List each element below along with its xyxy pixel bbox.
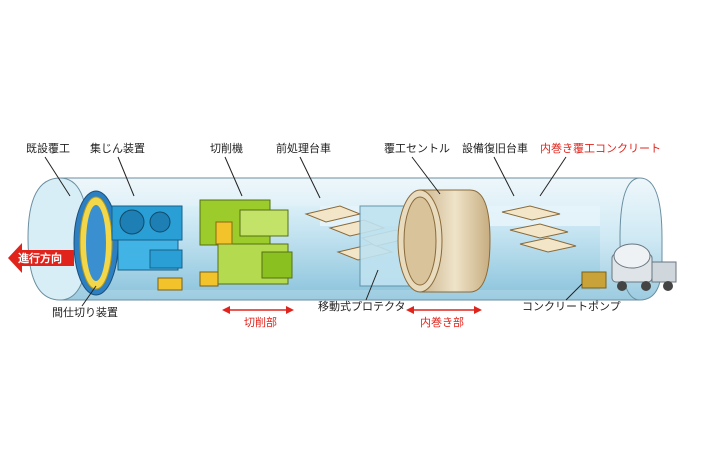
- label-inner-lining-concrete: 内巻き覆工コンクリート: [540, 142, 661, 155]
- concrete-pump: [581, 271, 607, 289]
- equipment-restore-cart: [501, 205, 577, 253]
- label-equipment-restore-cart: 設備復旧台車: [462, 142, 528, 155]
- label-existing-lining: 既設覆工: [26, 142, 70, 155]
- cutter-machine: [199, 199, 293, 285]
- leader-lines: [44, 156, 583, 307]
- concrete-truck: [611, 243, 677, 291]
- lining-centre: [397, 189, 491, 293]
- partition-device: [73, 190, 119, 296]
- label-dust-collector: 集じん装置: [90, 142, 145, 155]
- dust-collector: [111, 205, 183, 271]
- label-partition-device: 間仕切り装置: [52, 306, 118, 319]
- inner-lining-section-bracket: [406, 306, 482, 314]
- label-direction: 進行方向: [18, 252, 62, 265]
- loader-machines: [157, 271, 219, 291]
- label-mobile-protector: 移動式プロテクタ: [318, 300, 406, 313]
- label-concrete-pump: コンクリートポンプ: [522, 300, 621, 313]
- label-lining-centre: 覆工セントル: [384, 142, 450, 155]
- label-cutting-section: 切削部: [244, 316, 277, 329]
- direction-arrow: [8, 243, 74, 273]
- label-inner-lining-section: 内巻き部: [420, 316, 464, 329]
- cutting-section-bracket: [222, 306, 294, 314]
- label-cutter: 切削機: [210, 142, 243, 155]
- label-pretreatment-cart: 前処理台車: [276, 142, 331, 155]
